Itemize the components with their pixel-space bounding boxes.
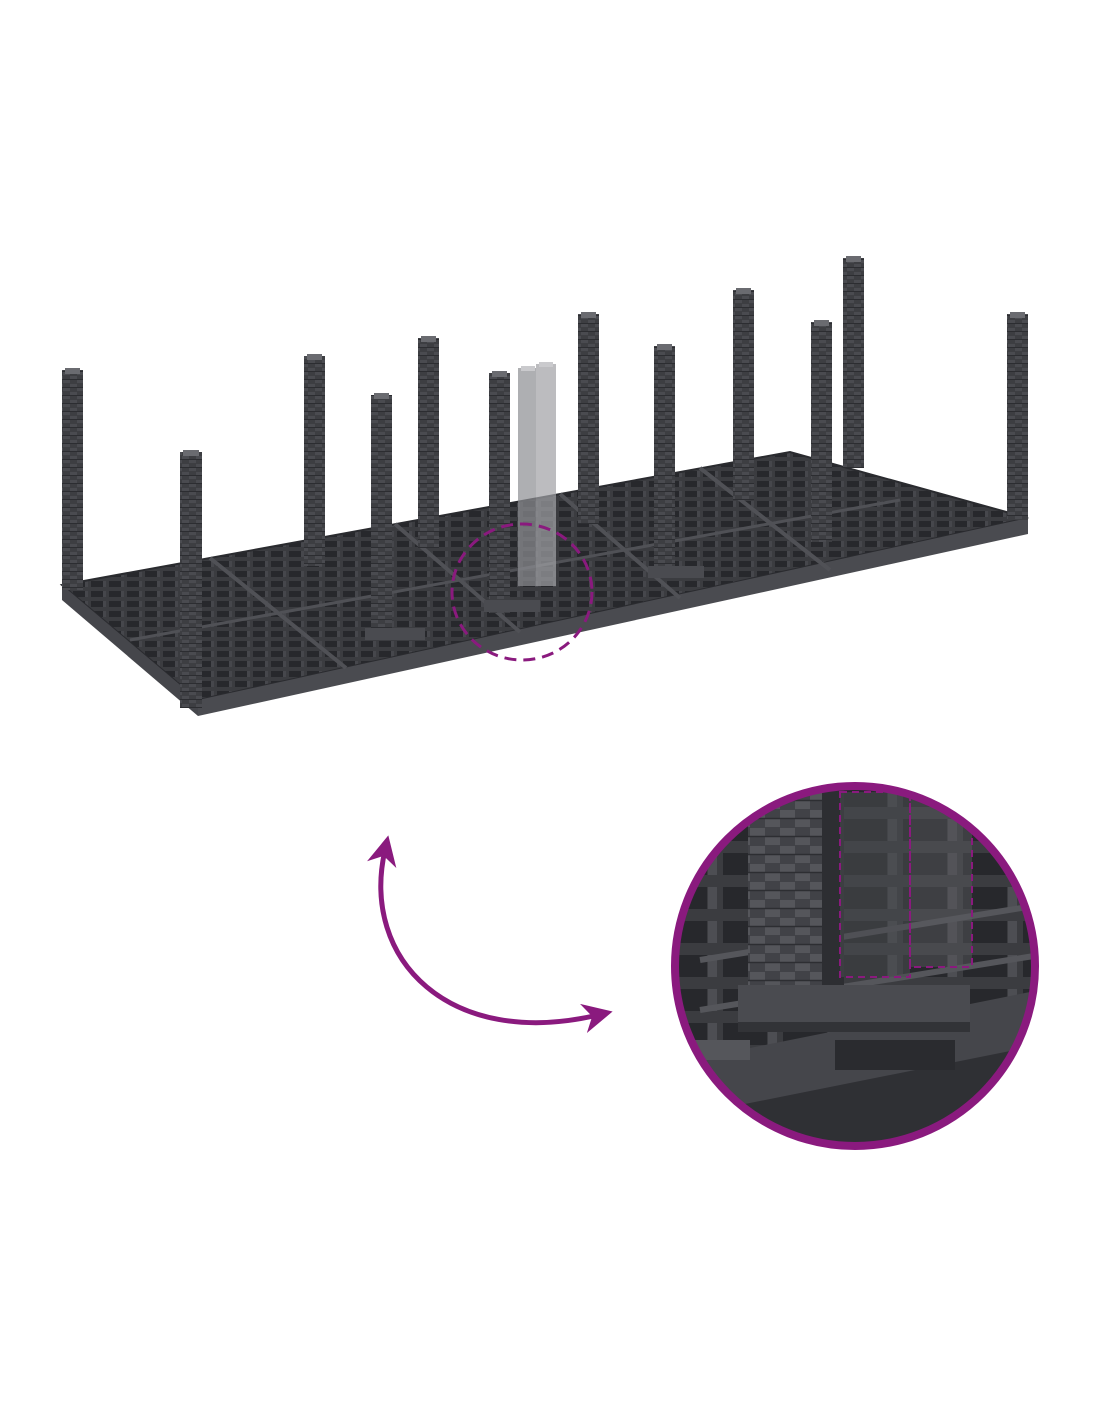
tray-front-edge	[62, 585, 198, 716]
post	[811, 320, 832, 542]
tray-rib	[393, 522, 522, 634]
post	[418, 336, 439, 548]
post	[843, 256, 864, 468]
post	[304, 354, 325, 566]
post	[62, 368, 83, 590]
tray-rib	[698, 466, 832, 572]
tray-rib	[129, 498, 901, 642]
dashed-circle-icon	[450, 522, 594, 662]
tray-front-edge-long	[198, 518, 1028, 716]
post-foot	[648, 566, 704, 578]
post	[733, 288, 754, 500]
ghost-post	[518, 362, 556, 586]
post	[654, 344, 675, 578]
magnified-detail-icon	[671, 782, 1039, 1150]
double-headed-curved-arrow-icon	[367, 835, 613, 1034]
post	[180, 450, 202, 708]
post	[1007, 312, 1028, 520]
post	[489, 371, 510, 613]
post	[371, 393, 392, 640]
post-foot	[484, 600, 540, 612]
tray-posts	[62, 256, 1028, 708]
post-foot	[365, 628, 425, 640]
post	[578, 312, 599, 524]
